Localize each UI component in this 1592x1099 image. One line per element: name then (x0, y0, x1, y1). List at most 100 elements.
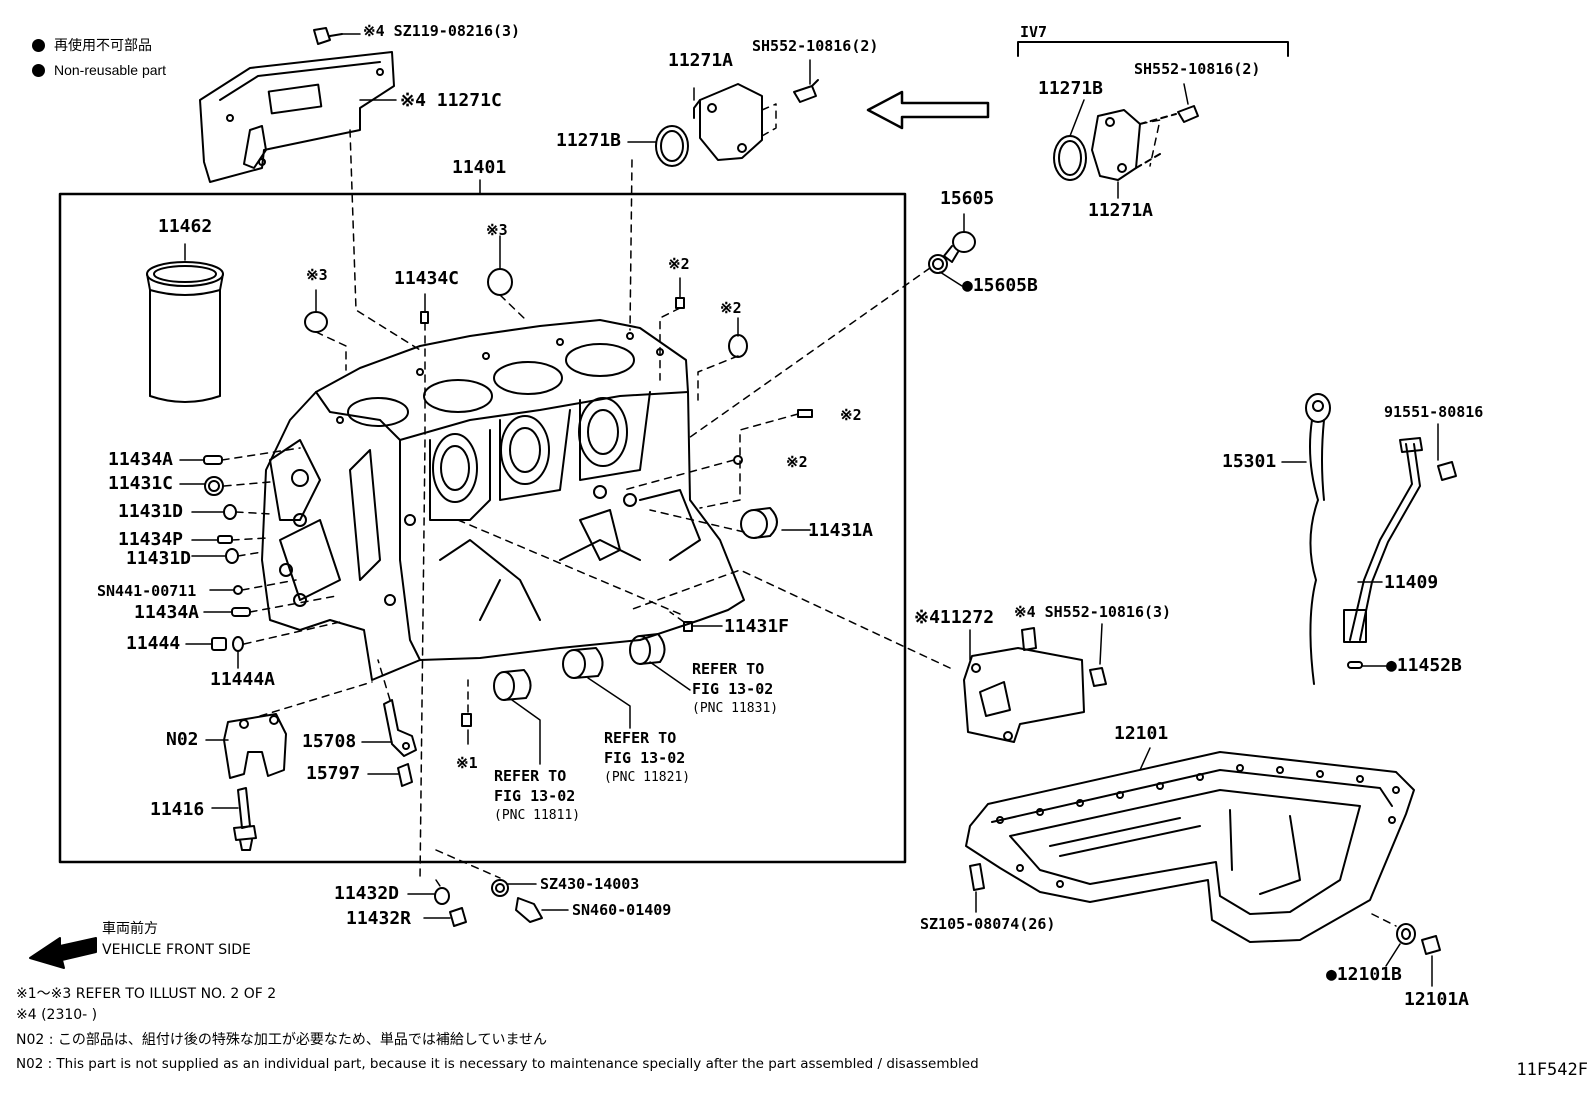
label-12101a[interactable]: 12101A (1404, 989, 1470, 1010)
label-11434a-2[interactable]: 11434A (134, 602, 200, 623)
cylinder-liner-11462 (146, 261, 224, 403)
label-11431d-2[interactable]: 11431D (126, 548, 192, 569)
vehicle-front-en: VEHICLE FRONT SIDE (102, 942, 251, 958)
label-15797[interactable]: 15797 (306, 763, 361, 784)
plug-11431d-1 (223, 504, 237, 520)
bolt-sh552-right (1177, 105, 1199, 123)
label-sz430[interactable]: SZ430-14003 (540, 875, 640, 893)
cylinder-block-11401 (261, 319, 745, 681)
label-11431f[interactable]: 11431F (724, 616, 790, 637)
label-11444[interactable]: 11444 (126, 633, 181, 654)
label-11271b-right[interactable]: 11271B (1038, 78, 1104, 99)
bearing-11811 (493, 669, 532, 701)
label-11271c[interactable]: ※4 11271C (400, 90, 502, 111)
label-sz105[interactable]: SZ105-08074(26) (920, 915, 1056, 933)
gasket-15605b (928, 254, 948, 274)
label-11431c[interactable]: 11431C (108, 473, 174, 494)
label-sn460[interactable]: SN460-01409 (572, 901, 672, 919)
bolt-sh552-3 (1089, 667, 1107, 687)
label-mark3a: ※3 (306, 266, 328, 284)
label-mark2d: ※2 (786, 453, 808, 471)
label-sh552-right[interactable]: SH552-10816(2) (1134, 60, 1261, 78)
plug-15605 (943, 231, 976, 263)
label-12101[interactable]: 12101 (1114, 723, 1169, 744)
label-11271b-top[interactable]: 11271B (556, 130, 622, 151)
vehicle-front-arrow (29, 937, 97, 969)
bolt-sh552-top (793, 79, 819, 103)
bolt-15797 (397, 763, 413, 787)
label-n02[interactable]: N02 (166, 729, 199, 750)
label-15301[interactable]: 15301 (1222, 451, 1277, 472)
bearing-cap-n02 (223, 713, 287, 779)
label-15708[interactable]: 15708 (302, 731, 357, 752)
ref-fig-11831[interactable]: REFER TO FIG 13-02 (PNC 11831) (692, 660, 779, 716)
ref-fig-11821[interactable]: REFER TO FIG 13-02 (PNC 11821) (604, 729, 691, 785)
gasket-11444a (232, 636, 244, 652)
assembly-lines (221, 103, 1397, 927)
oil-pan-12101 (965, 751, 1415, 943)
label-sn441[interactable]: SN441-00711 (97, 582, 197, 600)
assembly-frame (58, 192, 907, 864)
o-ring-11271b-top (655, 125, 689, 167)
label-15605[interactable]: 15605 (940, 188, 995, 209)
label-11434p[interactable]: 11434P (118, 529, 184, 550)
bracket-11272 (963, 627, 1085, 743)
legend-en: Non-reusable part (32, 61, 166, 79)
label-mark2c: ※2 (840, 406, 862, 424)
label-sh552-3[interactable]: ※4 SH552-10816(3) (1014, 603, 1172, 621)
iv7-bracket (1017, 41, 1289, 57)
label-11452b[interactable]: ●11452B (1386, 655, 1462, 676)
label-iv7: IV7 (1020, 23, 1048, 41)
plug-11432d (434, 887, 450, 905)
pin-11434a-1 (203, 455, 223, 465)
pin-mark2d (733, 455, 743, 465)
ref-fig-11811[interactable]: REFER TO FIG 13-02 (PNC 11811) (494, 767, 581, 823)
label-11271a-right[interactable]: 11271A (1088, 200, 1154, 221)
bearing-11831 (629, 633, 666, 665)
label-11431d-1[interactable]: 11431D (118, 501, 184, 522)
pin-mark2a (675, 297, 685, 309)
bolt-sz119 (313, 27, 343, 45)
label-11432r[interactable]: 11432R (346, 908, 412, 929)
label-11444a[interactable]: 11444A (210, 669, 276, 690)
plug-mark3b (487, 268, 513, 296)
label-11271a-top[interactable]: 11271A (668, 50, 734, 71)
label-12101b[interactable]: ●12101B (1326, 964, 1402, 985)
note-date-range: ※4 (2310- ) (16, 1007, 98, 1023)
label-11431a[interactable]: 11431A (808, 520, 874, 541)
label-11416[interactable]: 11416 (150, 799, 205, 820)
dipstick-guide-11409 (1343, 437, 1423, 643)
label-11272[interactable]: ※411272 (914, 607, 995, 628)
label-15605b[interactable]: ●15605B (962, 275, 1038, 296)
label-11432d[interactable]: 11432D (334, 883, 400, 904)
bolt-sz105 (969, 863, 985, 891)
label-11401[interactable]: 11401 (452, 157, 507, 178)
bolt-91551 (1437, 461, 1457, 481)
cover-11271a-right (1091, 109, 1141, 181)
label-sz119[interactable]: ※4 SZ119-08216(3) (363, 22, 521, 40)
pin-mark2c (797, 409, 813, 418)
illustration-code: 11F542F (1516, 1060, 1588, 1080)
label-11462[interactable]: 11462 (158, 216, 213, 237)
legend-dot-icon (32, 39, 45, 52)
plug-mark2b (728, 334, 748, 358)
label-mark2b: ※2 (720, 299, 742, 317)
pin-mark1 (461, 713, 472, 727)
bearing-11821 (562, 647, 604, 679)
label-11409[interactable]: 11409 (1384, 572, 1439, 593)
legend-jp: 再使用不可部品 (32, 36, 152, 54)
label-mark2a: ※2 (668, 255, 690, 273)
label-sh552-top[interactable]: SH552-10816(2) (752, 37, 879, 55)
bolt-sn460 (515, 897, 543, 923)
cover-11271a-top (693, 83, 763, 161)
label-11434c[interactable]: 11434C (394, 268, 460, 289)
bolt-11416 (233, 787, 257, 851)
label-mark1: ※1 (456, 754, 478, 772)
plug-11431d-2 (225, 548, 239, 564)
note-refer: ※1～※3 REFER TO ILLUST NO. 2 OF 2 (16, 986, 277, 1002)
legend-dot-icon (32, 64, 45, 77)
label-11434a-1[interactable]: 11434A (108, 449, 174, 470)
label-91551[interactable]: 91551-80816 (1384, 403, 1484, 421)
